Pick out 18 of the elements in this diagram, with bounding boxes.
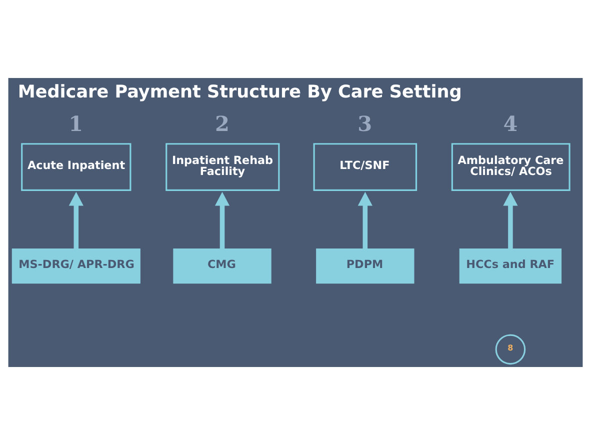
node-box: HCCs and RAF (459, 248, 562, 284)
diagram-title: Medicare Payment Structure By Care Setting (18, 82, 462, 103)
node-box: Ambulatory Care Clinics/ ACOs (451, 143, 570, 191)
node-box: Acute Inpatient (21, 143, 132, 191)
node-label: 4 (503, 112, 518, 136)
node-box: PDPM (316, 248, 414, 284)
node-label: 3 (358, 112, 372, 136)
node-label: 2 (215, 112, 230, 136)
arrow (358, 192, 372, 249)
node-box: MS-DRG/ APR-DRG (12, 248, 140, 284)
node-circle: 8 (495, 334, 526, 365)
arrow (503, 192, 518, 249)
arrow (214, 192, 230, 249)
node-label: 1 (68, 112, 84, 136)
arrow (68, 192, 84, 249)
node-box: LTC/SNF (313, 143, 418, 191)
node-box: CMG (173, 248, 272, 284)
node-box: Inpatient Rehab Facility (166, 143, 280, 191)
